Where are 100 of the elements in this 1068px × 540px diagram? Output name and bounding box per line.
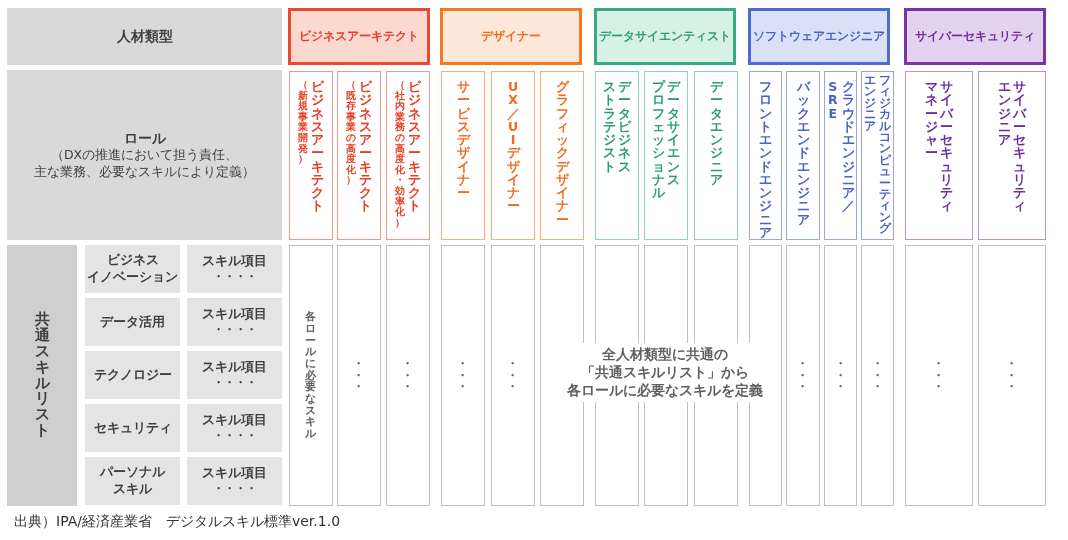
role-box xyxy=(905,71,973,240)
skill-column xyxy=(786,245,820,506)
skill-category-cell xyxy=(85,404,180,452)
overlay-text: 全人材類型に共通の「共通スキルリスト」から各ロールに必要なスキルを定義 xyxy=(565,343,765,402)
role-box xyxy=(644,71,688,240)
role-box xyxy=(441,71,485,240)
category-title: サイバーセキュリティ xyxy=(915,28,1035,45)
role-title: データエンジニア xyxy=(708,80,724,186)
category-title: デザイナー xyxy=(481,28,541,45)
skill-text: パーソナルスキル xyxy=(100,464,165,498)
skill-column xyxy=(386,245,430,506)
skill-item-cell xyxy=(187,245,282,293)
column-text: ・・・ xyxy=(401,358,415,393)
column-text: ・・・ xyxy=(1005,358,1019,393)
role-title: マネージャー xyxy=(924,80,939,160)
skill-text: スキル項目 xyxy=(202,253,267,270)
ellipsis-text: ・・・・ xyxy=(212,323,257,338)
role-subtitle: （既存事業の高度化） xyxy=(345,80,358,186)
role-title: UX／UIデザイナー xyxy=(505,80,521,213)
skill-text: スキル項目 xyxy=(202,465,267,482)
column-text: ・・・ xyxy=(796,358,810,393)
column-text: ・・・ xyxy=(932,358,946,393)
role-box xyxy=(786,71,820,240)
role-title: ビジネスアーキテクト xyxy=(310,80,325,213)
role-box xyxy=(337,71,381,240)
skill-item-cell xyxy=(187,457,282,505)
ellipsis-text: ・・・・ xyxy=(212,429,257,444)
skill-text: スキル項目 xyxy=(202,359,267,376)
skill-item-cell xyxy=(187,298,282,346)
role-box xyxy=(289,71,333,240)
category-header xyxy=(594,8,736,65)
role-title: ストラテジスト xyxy=(602,80,617,173)
skill-column xyxy=(861,245,894,506)
skill-text: データ活用 xyxy=(100,313,165,331)
side-title: 共通スキルリスト xyxy=(33,311,51,440)
skill-category-cell xyxy=(85,351,180,399)
role-title: エンジニア xyxy=(863,75,877,132)
skill-column xyxy=(441,245,485,506)
role-box xyxy=(861,71,894,240)
role-box xyxy=(749,71,782,240)
ellipsis-text: ・・・・ xyxy=(212,482,257,497)
category-title: データサイエンティスト xyxy=(599,28,731,45)
role-title: プロフェッショナル xyxy=(651,80,666,200)
side-header xyxy=(7,245,77,506)
role-subtitle: （新規事業開発） xyxy=(297,80,310,165)
category-header xyxy=(440,8,582,65)
role-title: サイバーセキュリティ xyxy=(1012,80,1027,213)
skill-text: スキル項目 xyxy=(202,306,267,323)
column-text: ・・・ xyxy=(456,358,470,393)
role-title: データビジネス xyxy=(617,80,632,173)
role-title: クラウドエンジニア／ xyxy=(841,80,856,213)
role-title: グラフィックデザイナー xyxy=(554,80,570,226)
category-header xyxy=(748,8,890,65)
role-box xyxy=(491,71,535,240)
role-title: フロントエンドエンジニア xyxy=(758,80,773,239)
role-title: フィジカルコンピューティング xyxy=(878,75,892,235)
skill-text: テクノロジー xyxy=(93,366,172,384)
role-title: データサイエンス xyxy=(666,80,681,186)
skill-column xyxy=(337,245,381,506)
ellipsis-text: ・・・・ xyxy=(212,270,257,285)
role-box xyxy=(978,71,1046,240)
skill-category-cell xyxy=(85,245,180,293)
header-cell xyxy=(7,8,282,65)
column-text: 各ロールに必要なスキル xyxy=(304,311,318,440)
skill-category-cell xyxy=(85,298,180,346)
category-title: ソフトウェアエンジニア xyxy=(753,28,885,45)
header-note: （DXの推進において担う責任、主な業務、必要なスキルにより定義） xyxy=(34,147,255,181)
skill-column xyxy=(824,245,857,506)
skill-item-cell xyxy=(187,404,282,452)
role-box xyxy=(824,71,857,240)
skill-item-cell xyxy=(187,351,282,399)
role-box xyxy=(386,71,430,240)
category-header xyxy=(904,8,1046,65)
skill-column xyxy=(491,245,535,506)
role-title: サービスデザイナー xyxy=(455,80,471,200)
category-title: ビジネスアーキテクト xyxy=(299,28,419,45)
category-header xyxy=(288,8,430,65)
role-title: サイバーセキュリティ xyxy=(939,80,954,213)
header-title: 人材類型 xyxy=(116,27,173,46)
column-text: ・・・ xyxy=(506,358,520,393)
role-title: SRE xyxy=(827,80,839,120)
role-title: ビジネスアーキテクト xyxy=(358,80,373,213)
skill-text: セキュリティ xyxy=(93,419,172,437)
column-text: ・・・ xyxy=(352,358,366,393)
ellipsis-text: ・・・・ xyxy=(212,376,257,391)
skill-text: ビジネスイノベーション xyxy=(87,252,178,286)
role-box xyxy=(694,71,738,240)
skill-text: スキル項目 xyxy=(202,412,267,429)
role-box xyxy=(540,71,584,240)
column-text: ・・・ xyxy=(834,358,847,393)
role-title: バックエンドエンジニア xyxy=(795,80,811,226)
role-title: エンジニア xyxy=(997,80,1012,147)
role-subtitle: （社内業務の高度化・効率化） xyxy=(394,80,407,229)
role-box xyxy=(595,71,639,240)
role-title: ビジネスアーキテクト xyxy=(407,80,422,213)
column-text: ・・・ xyxy=(871,358,884,393)
skill-column xyxy=(289,245,333,506)
skill-column xyxy=(905,245,973,506)
header-title: ロール xyxy=(123,129,166,148)
skill-category-cell xyxy=(85,457,180,505)
